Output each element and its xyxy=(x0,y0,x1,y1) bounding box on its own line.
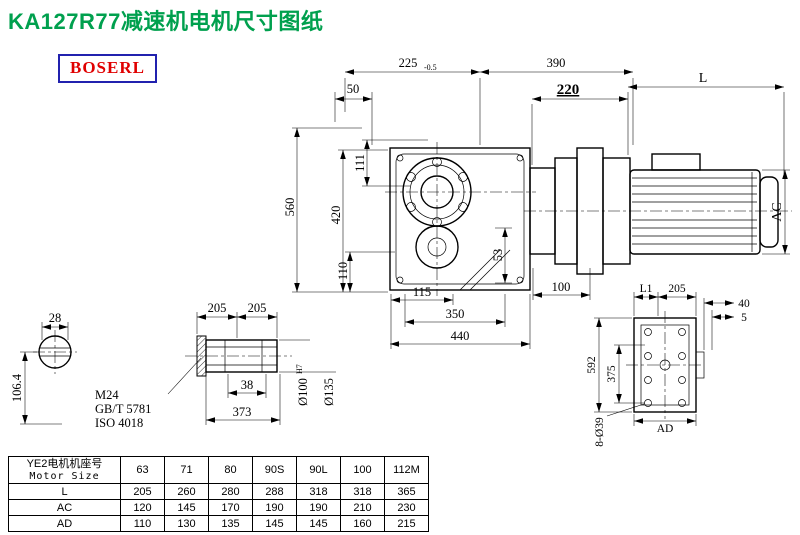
dim-592: 592 xyxy=(586,356,598,374)
dim-53: 53 xyxy=(491,249,505,262)
cell-AC-80: 170 xyxy=(208,499,253,516)
cell-AD-112M: 215 xyxy=(384,515,429,532)
cell-AC-90S: 190 xyxy=(252,499,297,516)
dim-28: 28 xyxy=(49,311,62,325)
cell-AC-63: 120 xyxy=(120,499,165,516)
cell-L-100: 318 xyxy=(340,483,385,500)
washer-section xyxy=(196,335,207,377)
label-GBT-5781: GB/T 5781 xyxy=(95,402,151,416)
terminal-box xyxy=(651,153,701,171)
header-size-100: 100 xyxy=(340,456,385,484)
motor-size-table: YE2电机机座号 Motor Size 63 71 80 90S 90L 100… xyxy=(8,456,429,532)
dim-205-b: 205 xyxy=(248,301,267,315)
dim-38: 38 xyxy=(241,378,254,392)
dim-420: 420 xyxy=(329,206,343,225)
dimensions-left: 560 420 111 110 xyxy=(283,127,428,293)
page-title: KA127R77减速机电机尺寸图纸 xyxy=(8,9,324,34)
dimension-53: 53 xyxy=(491,227,512,284)
dim-373: 373 xyxy=(233,405,252,419)
dim-115: 115 xyxy=(413,285,431,299)
dim-100: 100 xyxy=(552,280,571,294)
dim-440: 440 xyxy=(451,329,470,343)
fan-cover xyxy=(759,176,779,248)
dim-5: 5 xyxy=(741,312,747,324)
cell-L-90L: 318 xyxy=(296,483,341,500)
dim-106-4: 106.4 xyxy=(10,373,24,402)
shaft-body xyxy=(205,339,278,373)
dim-205-a: 205 xyxy=(208,301,227,315)
dim-40: 40 xyxy=(738,298,750,310)
table-row-AC: AC 120 145 170 190 190 210 230 xyxy=(8,499,429,516)
dim-110: 110 xyxy=(336,262,350,280)
label-M24: M24 xyxy=(95,388,119,402)
header-size-71: 71 xyxy=(164,456,209,484)
dim-8-d39: 8-Ø39 xyxy=(594,417,606,447)
table-row-L: L 205 260 280 288 318 318 365 xyxy=(8,483,429,500)
cell-L-112M: 365 xyxy=(384,483,429,500)
header-size-80: 80 xyxy=(208,456,253,484)
label-ISO-4018: ISO 4018 xyxy=(95,416,143,430)
cell-AD-71: 130 xyxy=(164,515,209,532)
dim-d135: Ø135 xyxy=(322,378,336,406)
cell-AD-90S: 145 xyxy=(252,515,297,532)
cell-L-90S: 288 xyxy=(252,483,297,500)
dim-AC: AC xyxy=(770,202,785,221)
motor-side-view xyxy=(524,147,792,275)
row-label-L: L xyxy=(8,483,121,500)
cell-AC-90L: 190 xyxy=(296,499,341,516)
dim-L: L xyxy=(699,71,708,86)
dim-205-c: 205 xyxy=(668,283,686,295)
dim-L1: L1 xyxy=(640,283,653,295)
cell-AC-112M: 230 xyxy=(384,499,429,516)
motor-body xyxy=(629,169,761,255)
row-label-AC: AC xyxy=(8,499,121,516)
table-row-AD: AD 110 130 135 145 145 160 215 xyxy=(8,515,429,532)
dim-350: 350 xyxy=(446,307,465,321)
cell-AD-90L: 145 xyxy=(296,515,341,532)
cell-AC-71: 145 xyxy=(164,499,209,516)
dim-50: 50 xyxy=(347,82,360,96)
dim-220: 220 xyxy=(557,82,580,98)
dim-AD: AD xyxy=(657,423,674,435)
cell-AD-100: 160 xyxy=(340,515,385,532)
header-motor-size-cell: YE2电机机座号 Motor Size xyxy=(8,456,121,484)
cell-AD-63: 110 xyxy=(120,515,165,532)
boserl-logo: BOSERL xyxy=(58,54,157,83)
cell-L-63: 205 xyxy=(120,483,165,500)
dimensions-bottom: 115 100 350 440 xyxy=(390,268,591,349)
header-size-112M: 112M xyxy=(384,456,429,484)
flange-rear-view: L1 205 40 5 592 375 AD 8-Ø39 xyxy=(586,283,750,447)
dim-225-tolerance: -0.5 xyxy=(424,63,437,72)
dimension-AC: AC xyxy=(762,169,790,255)
dim-375: 375 xyxy=(606,365,618,383)
dim-225: 225 xyxy=(399,56,418,70)
header-size-63: 63 xyxy=(120,456,165,484)
dim-d100-sup: H7 xyxy=(295,364,304,374)
header-size-90L: 90L xyxy=(296,456,341,484)
shaft-end-view: 28 106.4 xyxy=(10,311,77,425)
dim-560: 560 xyxy=(283,198,297,217)
dim-390: 390 xyxy=(547,56,566,70)
table-header-row: YE2电机机座号 Motor Size 63 71 80 90S 90L 100… xyxy=(8,456,429,484)
dim-111: 111 xyxy=(353,154,367,172)
header-motor-size-cn: YE2电机机座号 xyxy=(26,457,103,470)
shaft-detail-view: 205 205 M24 GB/T 5781 ISO 4018 38 373 Ø1… xyxy=(95,301,336,430)
cell-L-80: 280 xyxy=(208,483,253,500)
boserl-logo-text: BOSERL xyxy=(70,58,145,77)
header-size-90S: 90S xyxy=(252,456,297,484)
gearbox-front-view xyxy=(385,142,536,296)
dim-d100: Ø100 xyxy=(296,378,310,406)
cell-L-71: 260 xyxy=(164,483,209,500)
cell-AD-80: 135 xyxy=(208,515,253,532)
dimensions-top: 225 -0.5 390 50 220 L xyxy=(334,56,785,174)
header-motor-size-en: Motor Size xyxy=(29,470,100,482)
row-label-AD: AD xyxy=(8,515,121,532)
cell-AC-100: 210 xyxy=(340,499,385,516)
